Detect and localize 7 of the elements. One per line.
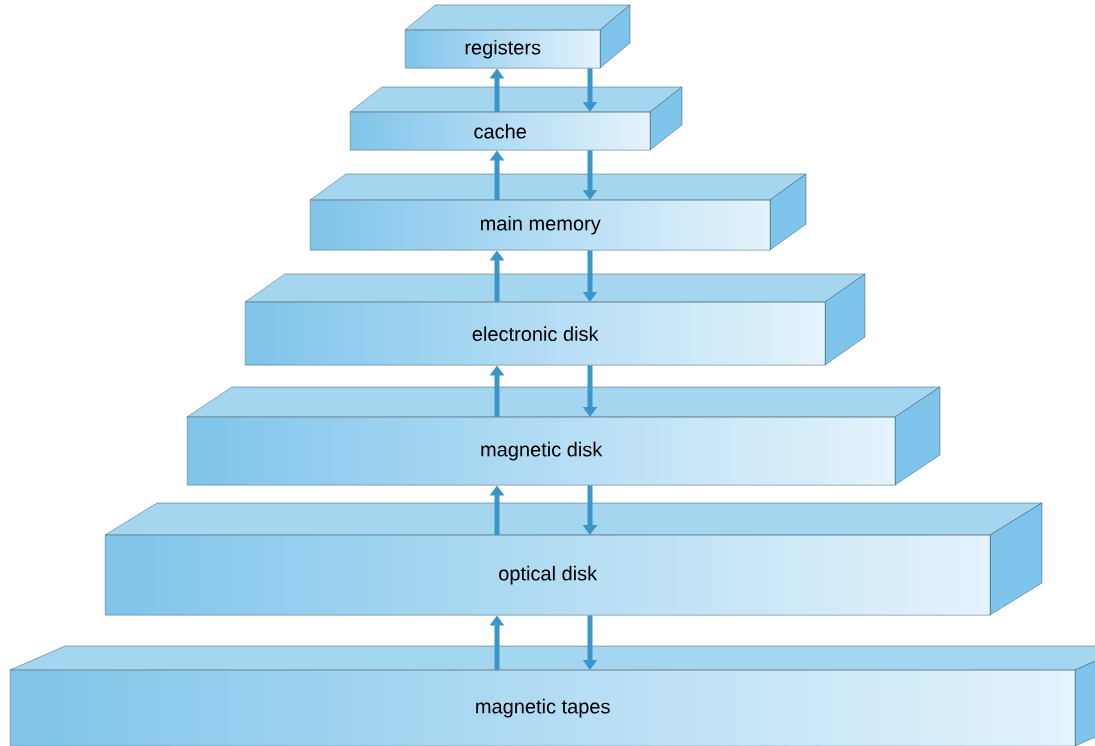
box-drawing: magnetic tapes xyxy=(9,645,1095,746)
box-drawing: optical disk xyxy=(104,502,1043,616)
box-drawing: magnetic disk xyxy=(186,386,941,486)
box-drawing: registers xyxy=(404,4,631,69)
box-drawing: main memory xyxy=(309,173,807,251)
box-drawing: cache xyxy=(349,86,683,151)
box-drawing: electronic disk xyxy=(244,273,866,366)
